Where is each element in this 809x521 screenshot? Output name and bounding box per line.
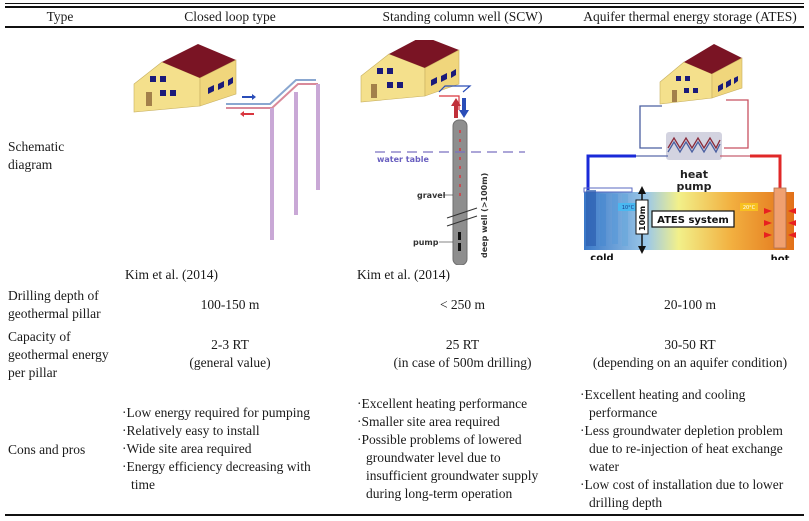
cell-ates-capacity-note: (depending on an aquifer condition) xyxy=(592,355,788,370)
row-label-line: diagram xyxy=(8,157,53,172)
row-label-line: Schematic xyxy=(8,139,65,154)
cell-closed-loop-capacity-note: (general value) xyxy=(189,355,271,370)
pipe-hot-loop xyxy=(724,99,749,149)
bottom-rule xyxy=(5,514,804,516)
row-label-line: geothermal energy xyxy=(8,347,109,362)
hot-well xyxy=(773,187,787,249)
well-column xyxy=(452,119,468,265)
cell-scw-depth: < 250 m xyxy=(439,297,486,312)
cell-closed-loop-depth: 100-150 m xyxy=(200,297,260,312)
closed-loop-diagram xyxy=(133,44,320,240)
label-temp-cold: 10°C xyxy=(622,205,635,211)
heat-arrow-icons xyxy=(764,208,796,238)
label-water-table: water table xyxy=(377,155,429,164)
list-item: Wide site area required xyxy=(122,440,322,458)
row-label-line: geothermal pillar xyxy=(8,306,101,321)
house-icon xyxy=(133,44,237,113)
label-hot: hot xyxy=(771,254,790,260)
list-item: Low energy required for pumping xyxy=(122,404,322,422)
cell-ates-capacity: 30-50 RT xyxy=(664,337,716,352)
list-item: Smaller site area required xyxy=(357,413,557,431)
label-pump: pump xyxy=(413,238,439,247)
row-label-line: per pillar xyxy=(8,365,58,380)
list-scw-pros: Excellent heating performance Smaller si… xyxy=(357,395,557,503)
flow-arrow-icons xyxy=(451,98,469,118)
row-label-line: Capacity of xyxy=(8,329,71,344)
pipe-hot-main xyxy=(750,154,782,190)
header-ates: Aquifer thermal energy storage (ATES) xyxy=(583,9,797,24)
caption-scw: Kim et al. (2014) xyxy=(357,267,450,282)
label-heat: heat xyxy=(680,168,708,181)
ground-loop-pipes xyxy=(226,79,320,240)
list-item: Less groundwater depletion problem due t… xyxy=(580,422,802,476)
house-icon xyxy=(659,44,743,105)
heat-exchanger xyxy=(666,132,722,160)
cell-scw-capacity: 25 RT xyxy=(445,337,480,352)
label-depth: 100m xyxy=(638,206,647,231)
cell-closed-loop-capacity: 2-3 RT xyxy=(211,337,249,352)
label-cold: cold xyxy=(590,253,613,260)
label-ates-system: ATES system xyxy=(657,215,729,226)
pipe-cold-main xyxy=(586,154,636,190)
list-ates-pros: Excellent heating and cooling performanc… xyxy=(580,386,802,512)
house-icon xyxy=(360,40,460,103)
header-rule xyxy=(5,26,804,28)
top-rule-thick xyxy=(5,6,804,8)
flow-arrow-icons xyxy=(240,94,256,117)
list-closed-loop-pros: Low energy required for pumping Relative… xyxy=(122,404,322,494)
header-closed-loop: Closed loop type xyxy=(184,9,276,24)
cell-scw-capacity-note: (in case of 500m drilling) xyxy=(393,355,532,370)
label-gravel: gravel xyxy=(417,191,446,200)
pipe-cold-loop xyxy=(639,105,662,149)
list-item: Relatively easy to install xyxy=(122,422,322,440)
cell-ates-depth: 20-100 m xyxy=(663,297,717,312)
list-item: Possible problems of lowered groundwater… xyxy=(357,431,557,503)
top-rule-thin xyxy=(5,3,804,4)
ates-diagram: heat pump 10°C 100m ATES system 20°C col… xyxy=(583,44,796,260)
scw-diagram: water table gravel pump deep well (>100m… xyxy=(360,40,525,265)
list-item: Energy efficiency decreasing with time xyxy=(122,458,322,494)
list-item: Excellent heating and cooling performanc… xyxy=(580,386,802,422)
header-type: Type xyxy=(46,9,74,24)
row-label-cons-pros: Cons and pros xyxy=(8,442,86,457)
label-deep-well: deep well (>100m) xyxy=(480,173,489,258)
row-label-line: Drilling depth of xyxy=(8,288,99,303)
list-item: Excellent heating performance xyxy=(357,395,557,413)
label-temp-hot: 20°C xyxy=(743,205,756,211)
caption-closed-loop: Kim et al. (2014) xyxy=(125,267,218,282)
header-scw: Standing column well (SCW) xyxy=(382,9,543,24)
list-item: Low cost of installation due to lower dr… xyxy=(580,476,802,512)
pipe-cold xyxy=(438,85,472,93)
label-pump: pump xyxy=(676,180,711,193)
